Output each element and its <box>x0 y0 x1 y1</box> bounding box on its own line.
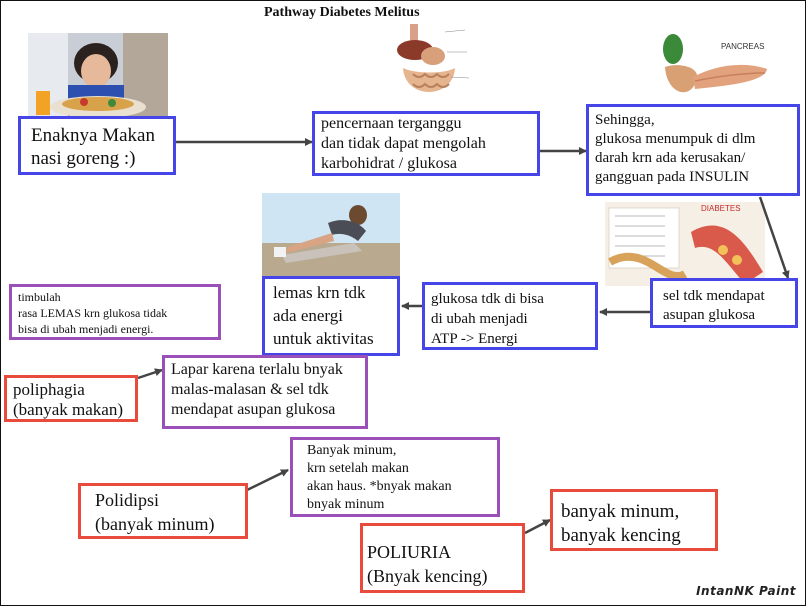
box-banyak-minum-krn-haus: Banyak minum, krn setelah makan akan hau… <box>290 437 500 517</box>
box-poliphagia: poliphagia (banyak makan) <box>4 375 138 422</box>
artist-signature: IntanNK Paint <box>696 584 796 598</box>
pancreas-label: PANCREAS <box>721 42 764 51</box>
eating-photo <box>28 33 168 117</box>
diabetes-image: DIABETES <box>605 202 765 286</box>
box-lemas-krn-tdk: lemas krn tdk ada energi untuk aktivitas <box>262 276 400 356</box>
box-glukosa-menumpuk: Sehingga, glukosa menumpuk di dlm darah … <box>586 104 800 196</box>
digestive-system-image <box>385 22 475 110</box>
pancreas-image: PANCREAS <box>655 25 775 105</box>
diabetes-label: DIABETES <box>701 204 741 213</box>
box-timbulah-lemas: timbulah rasa LEMAS krn glukosa tidak bi… <box>9 284 221 340</box>
box-glukosa-tdk-bisa: glukosa tdk di bisa di ubah menjadi ATP … <box>422 282 598 350</box>
box-polidipsi: Polidipsi (banyak minum) <box>78 483 248 539</box>
box-banyak-kencing: banyak minum, banyak kencing <box>550 489 718 551</box>
box-pencernaan-terganggu: pencernaan terganggu dan tidak dapat men… <box>312 111 540 176</box>
stretching-photo <box>262 193 400 278</box>
box-poliuria: POLIURIA (Bnyak kencing) <box>360 523 525 593</box>
box-sel-tdk-mendapat: sel tdk mendapat asupan glukosa <box>650 278 798 328</box>
box-lapar-karena: Lapar karena terlalu bnyak malas-malasan… <box>162 355 368 429</box>
diagram-title: Pathway Diabetes Melitus <box>264 5 420 20</box>
box-enaknya-makan: Enaknya Makan nasi goreng :) <box>18 116 176 175</box>
